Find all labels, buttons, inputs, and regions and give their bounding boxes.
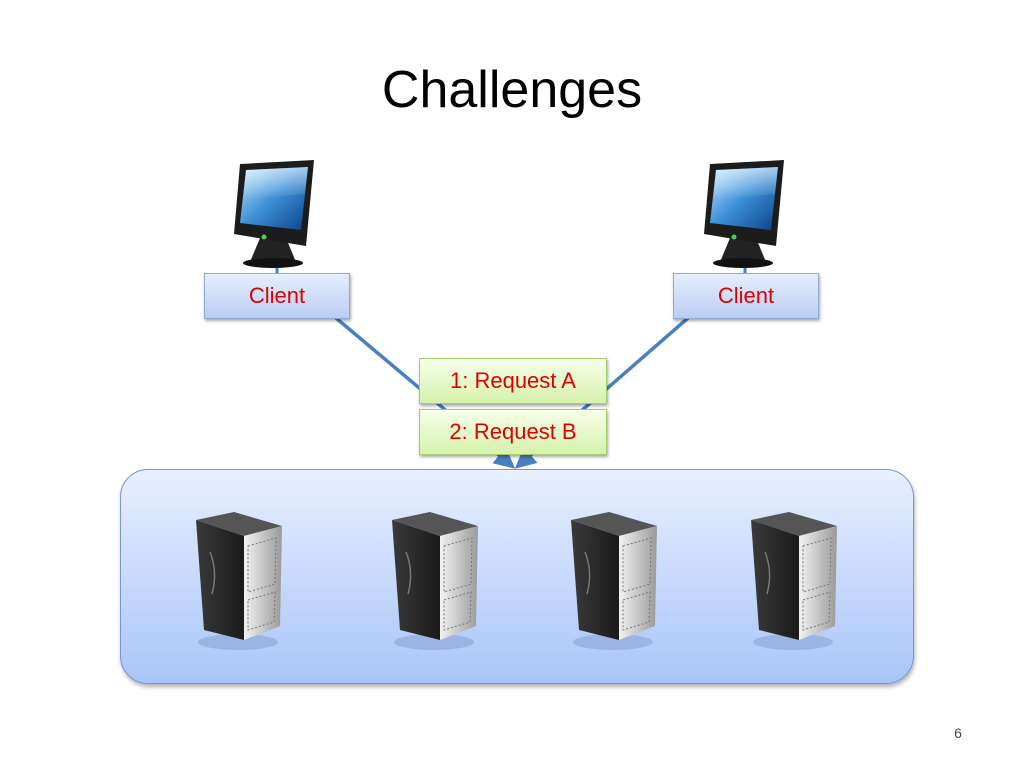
server-tower-icon [392,512,478,650]
request-box-b: 2: Request B [419,409,607,455]
server-tower-icon [751,512,837,650]
monitor-icon [234,160,314,268]
client-box-left: Client [204,273,350,319]
client-box-right: Client [673,273,819,319]
server-tower-icon [196,512,282,650]
request-box-a: 1: Request A [419,358,607,404]
monitor-icon [704,160,784,268]
server-tower-icon [571,512,657,650]
server-row [196,512,837,650]
slide-page-number: 6 [954,725,962,741]
slide-title: Challenges [381,61,643,119]
